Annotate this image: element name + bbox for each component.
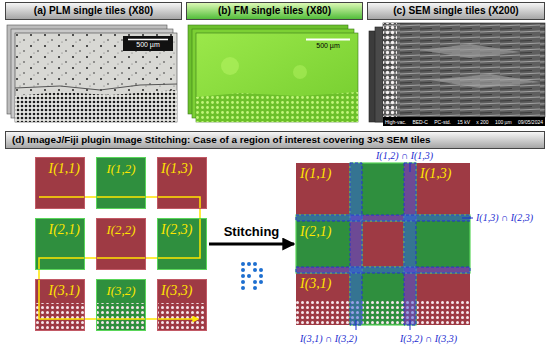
sem-info-text: x 200 bbox=[476, 119, 488, 125]
sem-info-text: BED-C bbox=[412, 119, 428, 125]
sem-info-text: High-vac. bbox=[385, 119, 406, 125]
figure-panel: (b) FM single tiles (X80) bbox=[186, 2, 363, 127]
tile-box: I(1,1) bbox=[296, 163, 362, 221]
sem-info-text: PC-std. bbox=[434, 119, 451, 125]
tile-label: I(3,1) bbox=[300, 276, 332, 292]
figure-panel: (a) PLM single tiles (X80) bbox=[5, 2, 182, 127]
tile-label: I(2,2) bbox=[97, 222, 145, 238]
edge-label: Stitching bbox=[224, 224, 280, 239]
tile-label: I(1,3) bbox=[161, 161, 193, 177]
tile-label: I(2,3) bbox=[161, 222, 193, 238]
tile-label: I(1,1) bbox=[49, 161, 81, 177]
tile-label: I(3,1) bbox=[49, 283, 81, 299]
tile-label: I(1,3) bbox=[420, 166, 452, 182]
sem-info-bar: High-vac. BED-C PC-std. 15 kV x 200 100 µm 09/… bbox=[383, 117, 545, 126]
tile-box: I(1,1) bbox=[35, 157, 85, 209]
overlap-label: I(3,2) ∩ I(3,3) bbox=[400, 333, 457, 345]
tile-box: I(2,1) bbox=[296, 215, 362, 273]
panel-header: (a) PLM single tiles (X80) bbox=[5, 2, 182, 20]
scale-bar-label: 500 µm bbox=[123, 41, 173, 49]
tile-label: I(3,3) bbox=[161, 283, 193, 299]
stitching-arrow bbox=[209, 243, 294, 246]
panel-header: (d) ImageJ/Fiji plugin Image Stitching: … bbox=[5, 131, 545, 149]
sem-info-text: 09/05/2024 bbox=[518, 119, 543, 125]
scale-bar-label: 500 µm bbox=[302, 42, 354, 50]
tile-label: I(1,2) bbox=[97, 161, 145, 177]
sem-info-text: 100 µm bbox=[495, 119, 512, 125]
tile-box: I(3,1) bbox=[35, 279, 85, 331]
sem-info-text: 15 kV bbox=[457, 119, 470, 125]
overlap-label: I(3,1) ∩ I(3,2) bbox=[300, 333, 357, 345]
tile-box: I(1,3) bbox=[404, 163, 470, 221]
overlap-label: I(1,2) ∩ I(1,3) bbox=[376, 150, 433, 162]
tile-label: I(2,1) bbox=[49, 222, 81, 238]
panel-header: (c) SEM single tiles (X200) bbox=[367, 2, 545, 20]
tile-box: I(1,2) bbox=[96, 157, 146, 209]
tile-label: I(1,1) bbox=[300, 166, 332, 182]
tile-box: I(2,2) bbox=[96, 218, 146, 270]
tile-box: I(3,3) bbox=[157, 279, 207, 331]
panel-header: (b) FM single tiles (X80) bbox=[186, 2, 363, 20]
tile-box: I(3,2) bbox=[96, 279, 146, 331]
tile-label: I(2,1) bbox=[300, 224, 332, 240]
tile-label: I(3,2) bbox=[97, 283, 145, 299]
overlap-label: I(1,3) ∩ I(2,3) bbox=[476, 212, 533, 224]
tile-box: I(2,1) bbox=[35, 218, 85, 270]
figure-panel: (c) SEM single tiles (X200) bbox=[367, 2, 545, 127]
tile-box: I(2,3) bbox=[157, 218, 207, 270]
tile-box: I(1,3) bbox=[157, 157, 207, 209]
tile-box: I(3,1) bbox=[296, 267, 362, 325]
